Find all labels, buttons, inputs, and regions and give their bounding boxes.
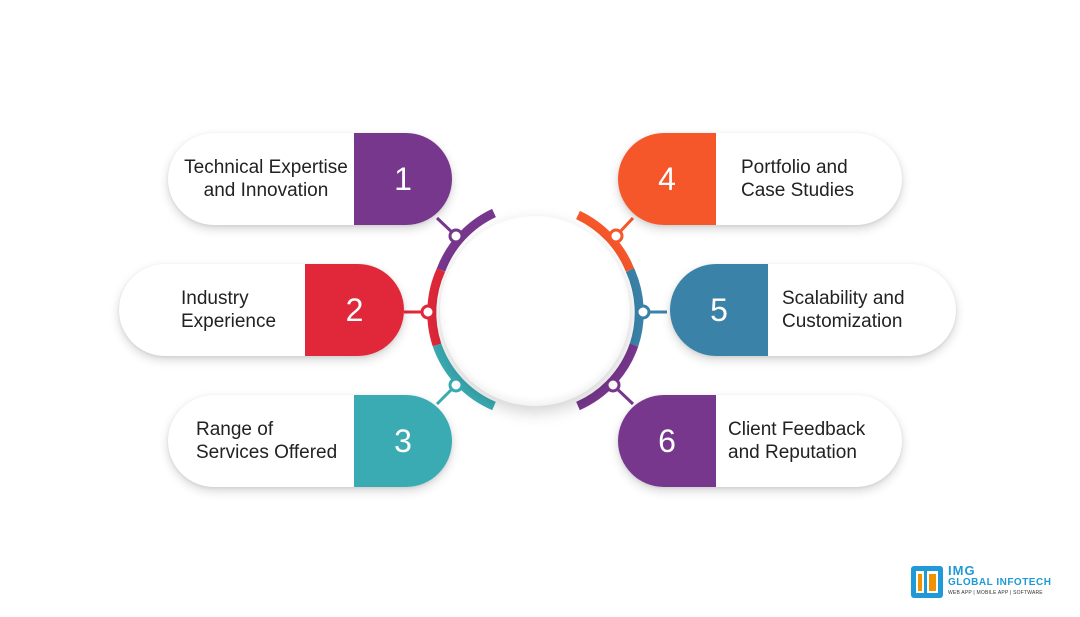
- item-text-4: Portfolio and Case Studies: [741, 157, 855, 201]
- item-card-2: Industry Experience 2: [119, 264, 404, 356]
- item-text-wrap-2: Industry Experience: [181, 264, 301, 356]
- connector-dot-6: [605, 377, 621, 393]
- logo-mark-icon: [911, 566, 943, 598]
- item-number-block-2: 2: [305, 264, 404, 356]
- item-text-6: Client Feedback and Reputation: [728, 419, 866, 463]
- item-text-wrap-4: Portfolio and Case Studies: [741, 133, 891, 225]
- item-card-5: 5 Scalability and Customization: [670, 264, 956, 356]
- item-number-block-3: 3: [354, 395, 452, 487]
- item-card-1: Technical Expertise and Innovation 1: [168, 133, 452, 225]
- connector-dot-4: [608, 228, 624, 244]
- item-text-wrap-1: Technical Expertise and Innovation: [176, 133, 356, 225]
- item-number-1: 1: [394, 160, 412, 197]
- connector-dot-1: [448, 228, 464, 244]
- connector-dot-3: [448, 377, 464, 393]
- item-card-3: Range of Services Offered 3: [168, 395, 452, 487]
- item-card-4: 4 Portfolio and Case Studies: [618, 133, 902, 225]
- item-text-2: Industry Experience: [181, 288, 277, 332]
- item-text-wrap-6: Client Feedback and Reputation: [728, 395, 898, 487]
- company-logo: IMG GLOBAL INFOTECH WEB APP | MOBILE APP…: [910, 563, 1060, 603]
- logo-name: GLOBAL INFOTECH: [948, 577, 1052, 588]
- item-number-block-6: 6: [618, 395, 716, 487]
- item-number-2: 2: [345, 291, 364, 328]
- item-text-5: Scalability and Customization: [782, 288, 905, 332]
- logo-tagline: WEB APP | MOBILE APP | SOFTWARE: [948, 590, 1043, 596]
- center-hub: [440, 216, 630, 406]
- item-text-wrap-3: Range of Services Offered: [196, 395, 356, 487]
- item-number-4: 4: [658, 160, 676, 197]
- item-number-block-4: 4: [618, 133, 716, 225]
- item-text-1: Technical Expertise and Innovation: [184, 157, 348, 201]
- item-text-wrap-5: Scalability and Customization: [782, 264, 952, 356]
- item-number-3: 3: [394, 422, 412, 459]
- item-card-6: 6 Client Feedback and Reputation: [618, 395, 902, 487]
- item-text-3: Range of Services Offered: [196, 419, 338, 463]
- logo-brand: IMG: [948, 563, 976, 578]
- item-number-block-1: 1: [354, 133, 452, 225]
- item-number-5: 5: [710, 291, 728, 328]
- item-number-6: 6: [658, 422, 676, 459]
- item-number-block-5: 5: [670, 264, 768, 356]
- connector-dot-5: [635, 304, 651, 320]
- connector-dot-2: [420, 304, 436, 320]
